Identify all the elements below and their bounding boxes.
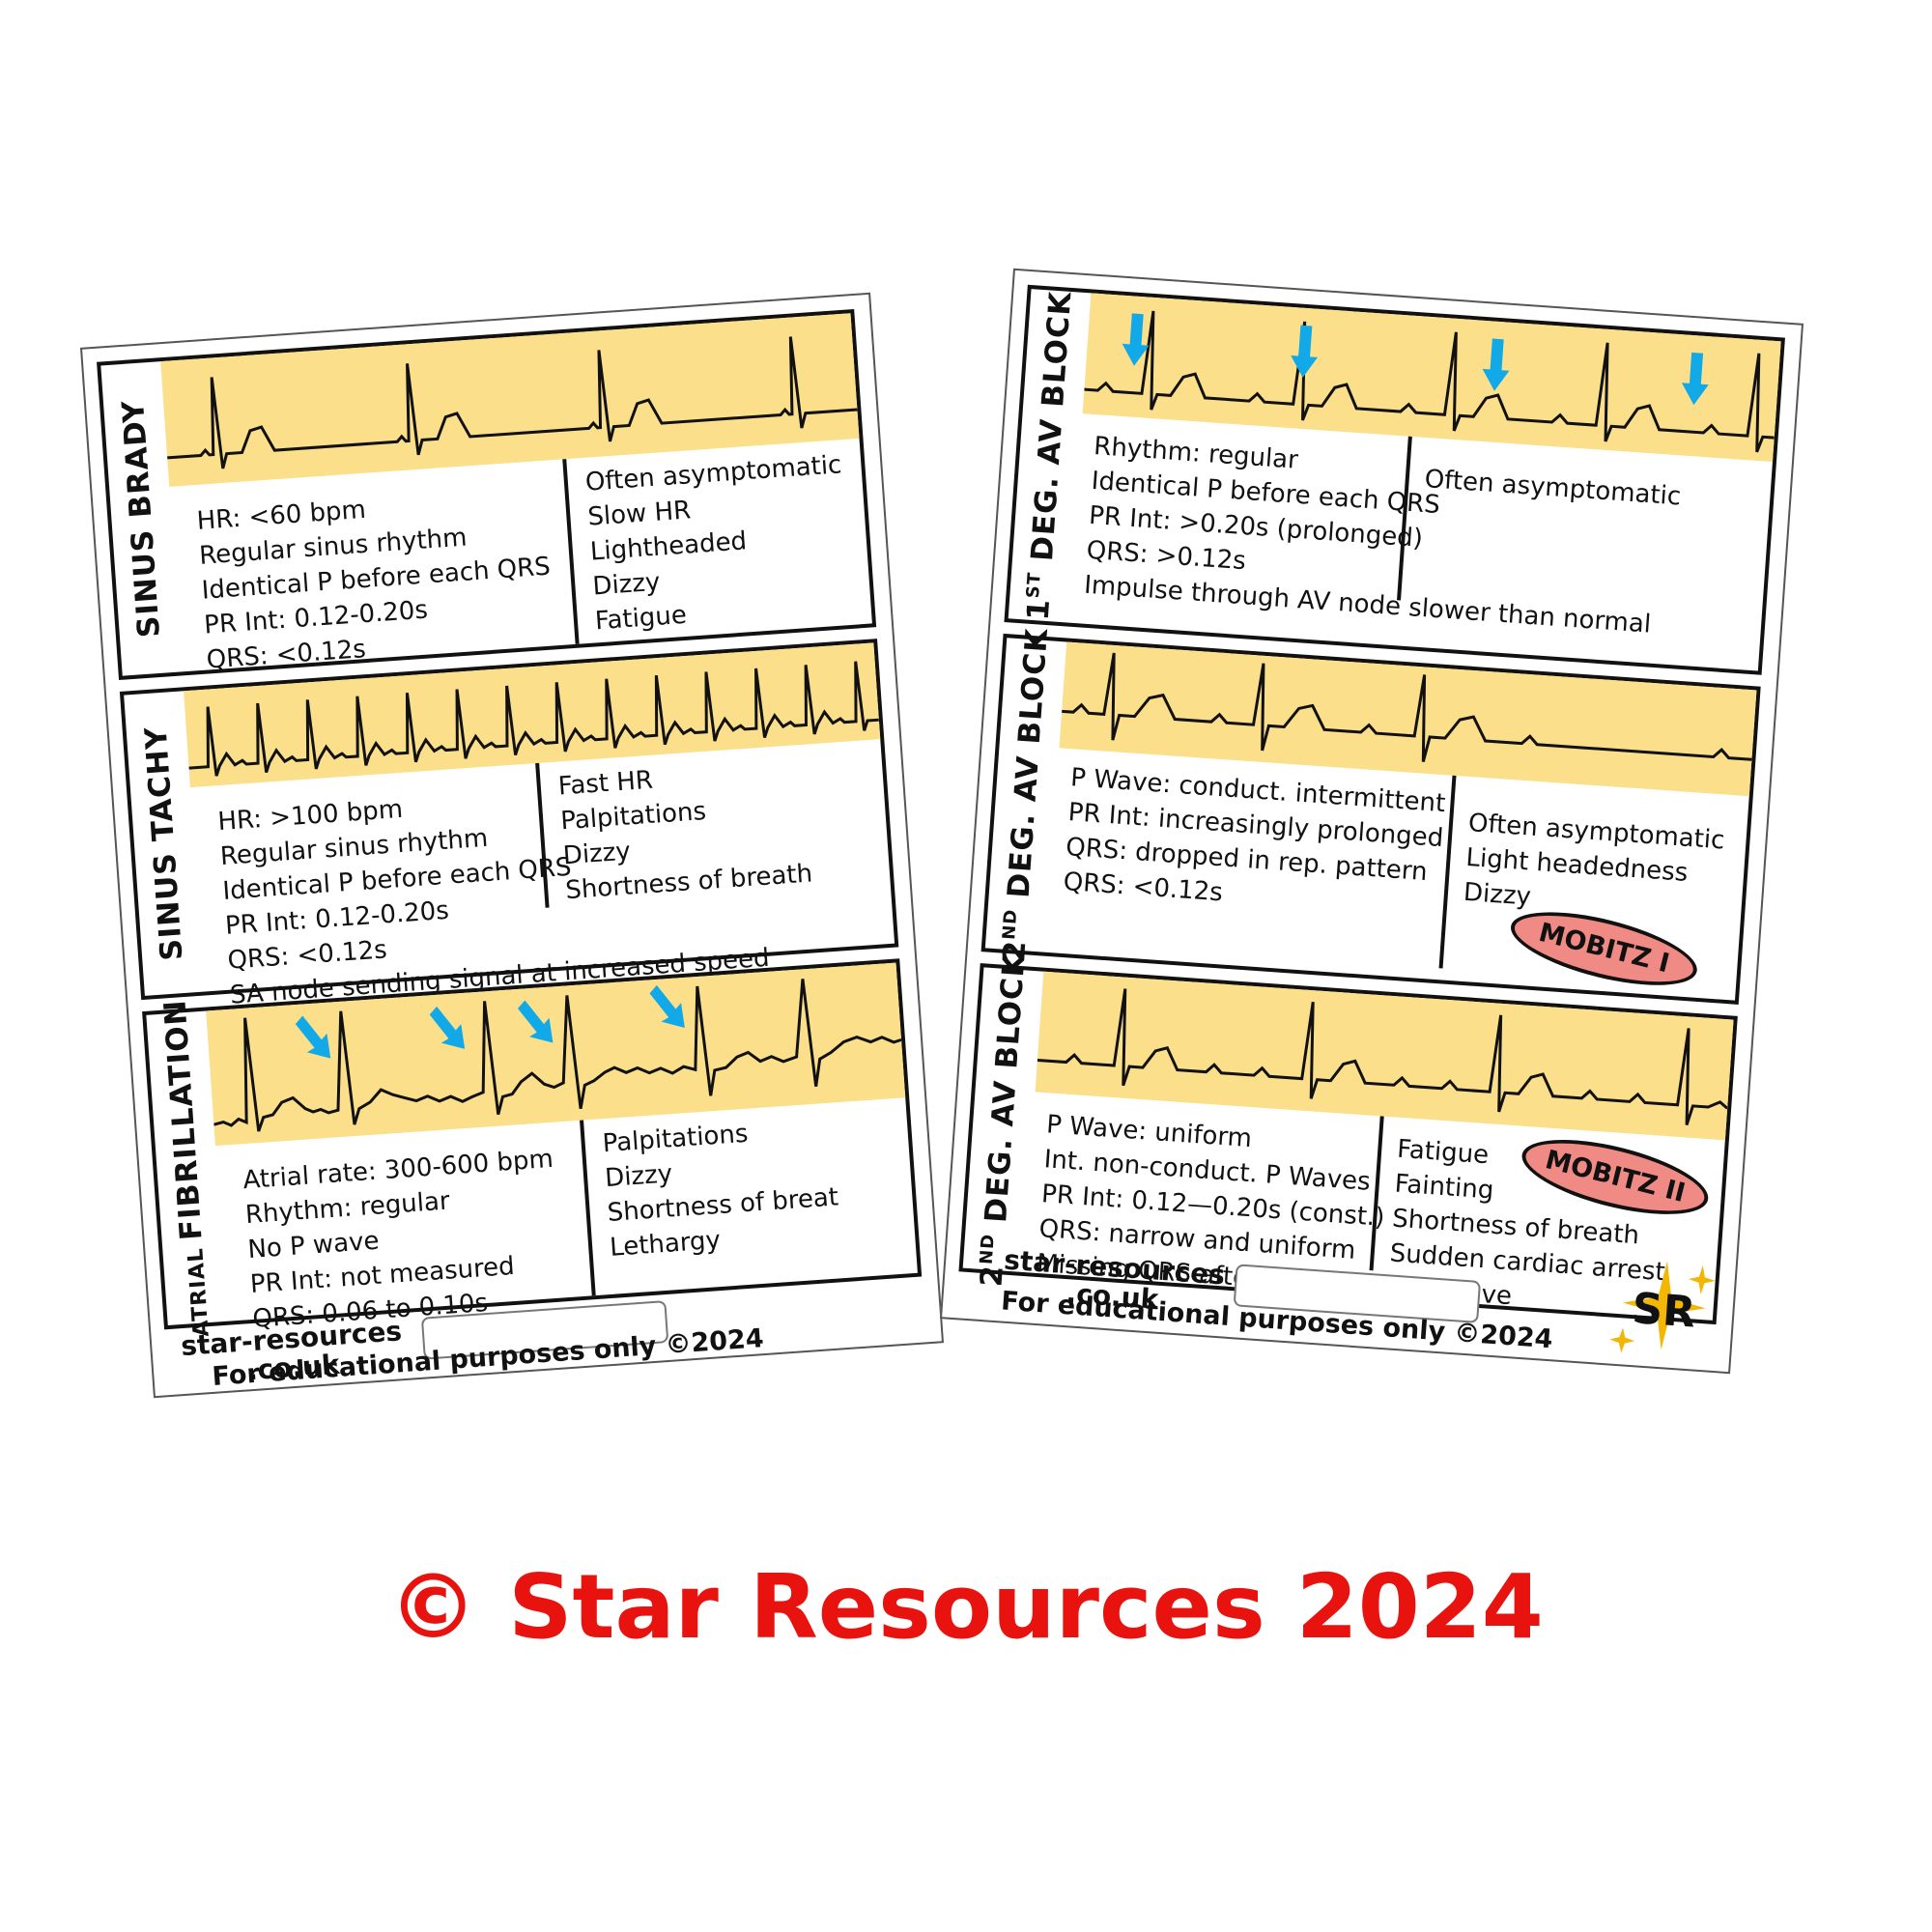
ecg-trace	[1084, 310, 1775, 453]
label-ordinal: ND	[999, 908, 1022, 941]
rhythm-label-main: FIBRILLATION	[157, 998, 210, 1242]
down-arrow-icon	[1122, 313, 1709, 406]
rhythm-label: SINUS TACHY	[138, 724, 190, 962]
copyright-watermark: © Star Resources 2024	[388, 1555, 1544, 1659]
symptoms-list: Often asymptomatic Light headedness Dizz…	[1463, 806, 1726, 927]
label-main: DEG. AV BLOCK	[1001, 626, 1056, 899]
star-logo-icon: SR	[1607, 1252, 1720, 1365]
sidebar: 2ND DEG. AV BLOCK	[963, 952, 1044, 1288]
second-degree-mobitz-i-panel: 2ND DEG. AV BLOCK P Wave: conduct. inter…	[980, 627, 1761, 1005]
label-number: 1	[1020, 597, 1058, 622]
ecg-strip	[184, 642, 881, 788]
column-divider	[580, 1120, 596, 1296]
ecg-trace	[1037, 988, 1729, 1125]
right-card: 1ST DEG. AV BLOCK Rhythm: regular Identi…	[939, 268, 1804, 1375]
criteria-list: Atrial rate: 300-600 bpm Rhythm: regular…	[242, 1142, 564, 1337]
label-ordinal: ST	[1022, 571, 1045, 599]
column-divider	[562, 459, 580, 644]
ecg-trace	[188, 661, 879, 777]
rhythm-label: ATRIAL FIBRILLATION	[157, 998, 215, 1338]
label-ordinal: ND	[976, 1233, 999, 1265]
second-degree-mobitz-ii-panel: 2ND DEG. AV BLOCK P Wave: uniform Int. n…	[958, 952, 1738, 1325]
ecg-strip	[160, 313, 860, 487]
label-main: DEG. AV BLOCK	[1024, 290, 1079, 562]
ecg-trace	[1062, 652, 1752, 762]
criteria-list: P Wave: conduct. intermittent PR Int: in…	[1063, 760, 1447, 925]
rhythm-label-prefix: ATRIAL	[184, 1246, 214, 1338]
rhythm-label: 2ND DEG. AV BLOCK	[974, 952, 1032, 1288]
ecg-trace	[167, 336, 858, 469]
symptoms-list: Fast HR Palpitations Dizzy Shortness of …	[557, 753, 814, 909]
ecg-strip	[206, 962, 906, 1147]
rhythm-label: SINUS BRADY	[115, 398, 168, 639]
criteria-list: HR: <60 bpm Regular sinus rhythm Identic…	[196, 480, 556, 678]
first-degree-av-block-panel: 1ST DEG. AV BLOCK Rhythm: regular Identi…	[1004, 284, 1785, 675]
sidebar: 2ND DEG. AV BLOCK	[985, 627, 1066, 963]
ecg-strip	[1059, 641, 1757, 797]
atrial-fibrillation-panel: ATRIAL FIBRILLATION Atrial rate: 300-600 …	[142, 958, 923, 1338]
symptoms-list: Often asymptomatic Slow HR Lightheaded D…	[584, 447, 853, 639]
sinus-tachy-panel: SINUS TACHY HR: >100 bpm Regular sinus r…	[119, 639, 899, 1010]
sinus-brady-panel: SINUS BRADY HR: <60 bpm Regular sinus rh…	[97, 308, 877, 680]
left-card: SINUS BRADY HR: <60 bpm Regular sinus rh…	[79, 292, 945, 1399]
ecg-trace	[213, 979, 902, 1132]
ecg-strip	[1035, 971, 1734, 1141]
criteria-list: Rhythm: regular Identical P before each …	[1083, 429, 1662, 642]
svg-text:SR: SR	[1631, 1284, 1697, 1337]
rhythm-label: 1ST DEG. AV BLOCK	[1021, 290, 1079, 621]
symptoms-list: Palpitations Dizzy Shortness of breat Le…	[602, 1111, 842, 1265]
down-right-arrow-icon	[295, 984, 685, 1059]
ecg-strip	[1082, 293, 1781, 463]
rhythm-label: 2ND DEG. AV BLOCK	[997, 627, 1055, 963]
label-main: DEG. AV BLOCK	[979, 952, 1033, 1224]
sidebar: 1ST DEG. AV BLOCK	[1009, 289, 1092, 622]
